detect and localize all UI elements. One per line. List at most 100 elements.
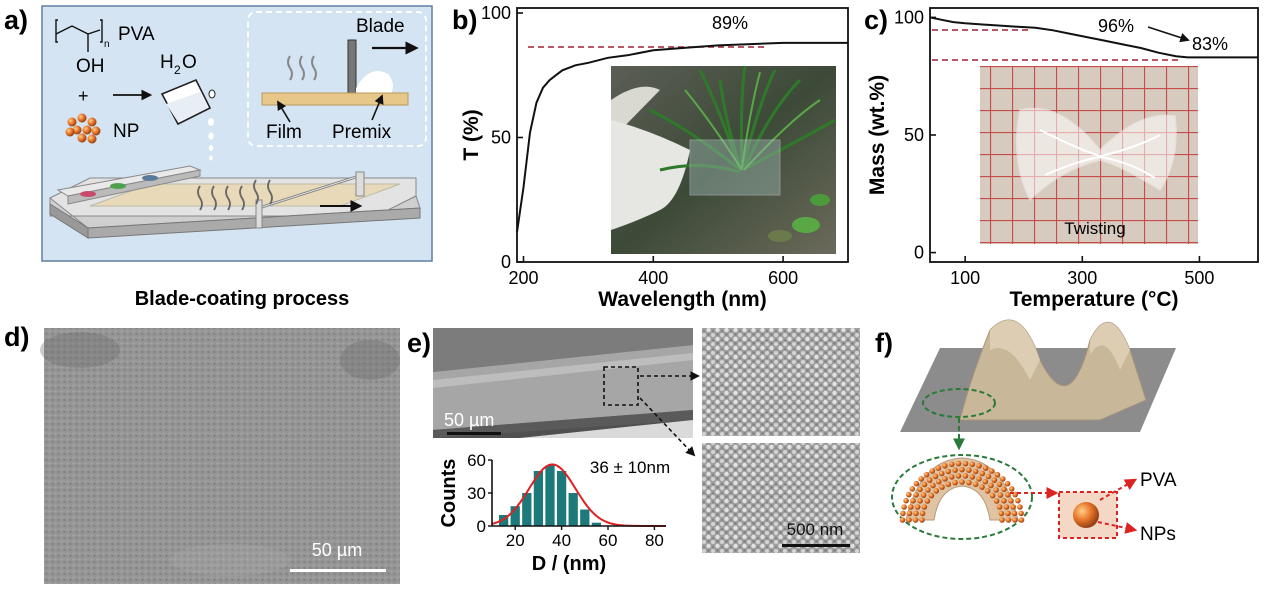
nanoparticle (988, 482, 994, 489)
nps-pointer (1097, 521, 1138, 534)
histogram-bar (522, 493, 532, 526)
hist-y-tick-label: 0 (477, 517, 486, 536)
premix-label: Premix (332, 122, 392, 143)
beaker-icon (160, 78, 216, 126)
nanoparticle (913, 510, 919, 517)
nanoparticle (952, 467, 958, 473)
sem-zoom-bottom-image (702, 443, 860, 553)
panel-d: d) 50 µm (4, 322, 400, 584)
twisting-photo (980, 66, 1198, 244)
nanoparticle (903, 497, 909, 504)
nanoparticle (938, 470, 945, 477)
sem-surface-image (44, 328, 400, 584)
nanoparticle (912, 517, 919, 523)
nanoparticle (1001, 486, 1007, 493)
panel-f-label: f) (875, 328, 893, 358)
panel-e-scalebar-right-label: 500 nm (787, 520, 844, 539)
y-tick-label: 50 (491, 127, 511, 147)
x-tick-label: 200 (508, 268, 538, 288)
x-tick-label: 300 (1067, 268, 1097, 288)
nanoparticle (920, 492, 927, 498)
panel-e-scalebar-left (447, 432, 501, 435)
blade-label: Blade (356, 16, 405, 37)
x-tick-label: 400 (638, 268, 668, 288)
pva-subscript: n (104, 39, 110, 50)
film-strip (261, 92, 409, 106)
transparency-photo (611, 65, 836, 254)
histogram-bar (498, 515, 509, 526)
nanoparticle (979, 470, 986, 477)
histogram-bar (556, 471, 567, 526)
pva-callout: PVA (1140, 470, 1177, 491)
zoom-ellipse-small (922, 388, 996, 418)
film-arrow (277, 100, 291, 123)
nanoparticle (908, 504, 914, 510)
nanoparticle (1017, 504, 1023, 510)
panel-c-label: c) (864, 5, 888, 35)
nanoparticle (1011, 510, 1018, 517)
nanoparticle (1010, 504, 1016, 510)
nanoparticle (952, 479, 958, 486)
zoom-region (603, 366, 639, 406)
sem-zoom-top-image (702, 328, 860, 436)
platform-vapor (197, 179, 273, 211)
nanoparticle (948, 474, 955, 480)
nanoparticle (917, 486, 923, 493)
h2o-subscript: 2 (174, 63, 181, 77)
nanoparticle (945, 468, 952, 475)
hist-y-tick-label: 60 (467, 451, 486, 470)
y-tick-label: 0 (501, 252, 511, 272)
nanoparticle (923, 471, 930, 478)
np-label: NP (113, 121, 139, 142)
histogram-bar (533, 471, 544, 526)
panel-e-label: e) (407, 328, 431, 358)
nanoparticle (917, 498, 923, 504)
nanoparticle (932, 473, 939, 480)
panel-f: f) PVA NPs (875, 319, 1177, 545)
histogram-bar (591, 522, 602, 526)
nanoparticle (936, 478, 942, 485)
y-tick-label: 100 (894, 7, 924, 27)
plot-c-annotation-end: 83% (1192, 34, 1228, 54)
nanoparticle (972, 481, 979, 488)
hist-x-axis-label: D / (nm) (532, 553, 606, 575)
nanoparticle (945, 481, 952, 488)
nanoparticle (962, 460, 969, 467)
nanoparticle (906, 491, 912, 498)
hist-x-tick-label: 60 (599, 531, 618, 550)
panel-a-label: a) (4, 5, 28, 35)
panel-a-caption: Blade-coating process (135, 288, 350, 310)
hist-y-tick-label: 30 (467, 484, 486, 503)
nanoparticle (959, 479, 965, 485)
histogram-bar (510, 506, 520, 526)
nanoparticle (1001, 498, 1007, 504)
np-cluster (65, 113, 101, 144)
nanoparticle (991, 477, 998, 483)
x-axis-label: Wavelength (nm) (598, 288, 766, 311)
nanoparticle (997, 492, 1004, 498)
embedded-nanoparticles (899, 460, 1025, 523)
blade-inset-frame (247, 11, 427, 147)
nps-callout: NPs (1140, 524, 1176, 545)
nanoparticle (906, 510, 913, 517)
nanoparticle (1012, 517, 1018, 523)
mass-curve (929, 16, 1258, 59)
nanoparticle (909, 486, 916, 492)
nanoparticle (972, 468, 979, 475)
hist-x-tick-label: 80 (645, 531, 664, 550)
hist-x-tick-label: 20 (506, 531, 525, 550)
nanoparticle (999, 517, 1005, 523)
nanoparticle (910, 497, 916, 504)
histogram-bar (568, 493, 578, 526)
nanoparticle (906, 517, 912, 523)
drops (208, 118, 214, 161)
x-tick-label: 500 (1184, 268, 1214, 288)
panel-d-scalebar (290, 569, 386, 572)
nanoparticle (985, 473, 992, 480)
nanoparticle (1008, 486, 1015, 492)
nanoparticle (996, 481, 1003, 488)
single-nanoparticle (1073, 502, 1099, 528)
